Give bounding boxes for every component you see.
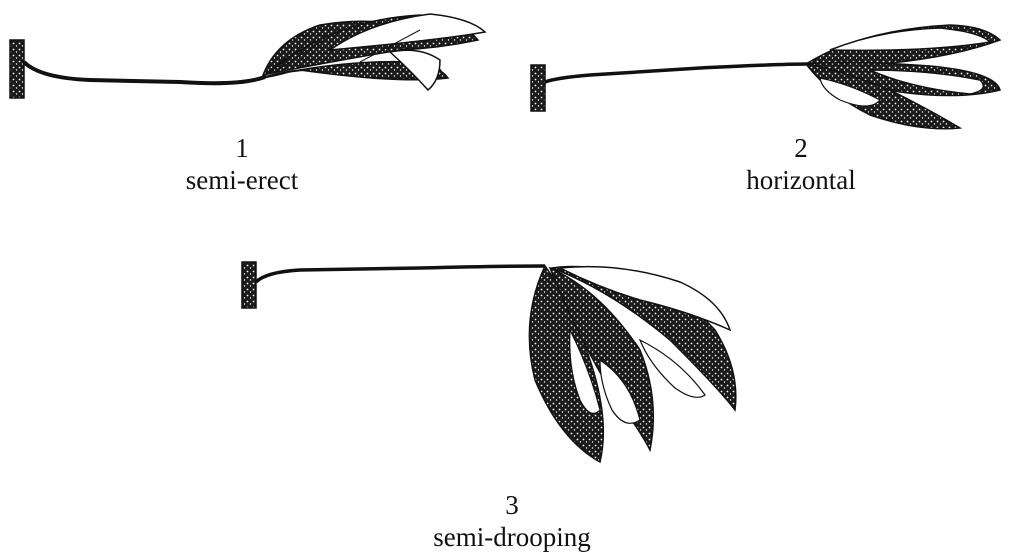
petiole-2 <box>545 64 808 82</box>
figure-3-semi-drooping-drawing <box>242 262 736 462</box>
stem-base-2 <box>531 65 545 111</box>
caption-figure-2: 2 horizontal <box>746 132 855 196</box>
stem-base-3 <box>242 262 256 308</box>
figure-2-label: horizontal <box>746 164 855 196</box>
caption-figure-1: 1 semi-erect <box>186 132 298 196</box>
figure-2-horizontal-drawing <box>531 25 1000 129</box>
petiole-3 <box>256 266 545 282</box>
figure-1-semi-erect-drawing <box>10 14 485 98</box>
figure-3-number: 3 <box>433 489 590 521</box>
petiole-1 <box>24 62 265 83</box>
figure-1-number: 1 <box>186 132 298 164</box>
figure-1-label: semi-erect <box>186 164 298 196</box>
stem-base-1 <box>10 40 24 98</box>
figure-2-number: 2 <box>746 132 855 164</box>
figure-3-label: semi-drooping <box>433 521 590 553</box>
caption-figure-3: 3 semi-drooping <box>433 489 590 553</box>
